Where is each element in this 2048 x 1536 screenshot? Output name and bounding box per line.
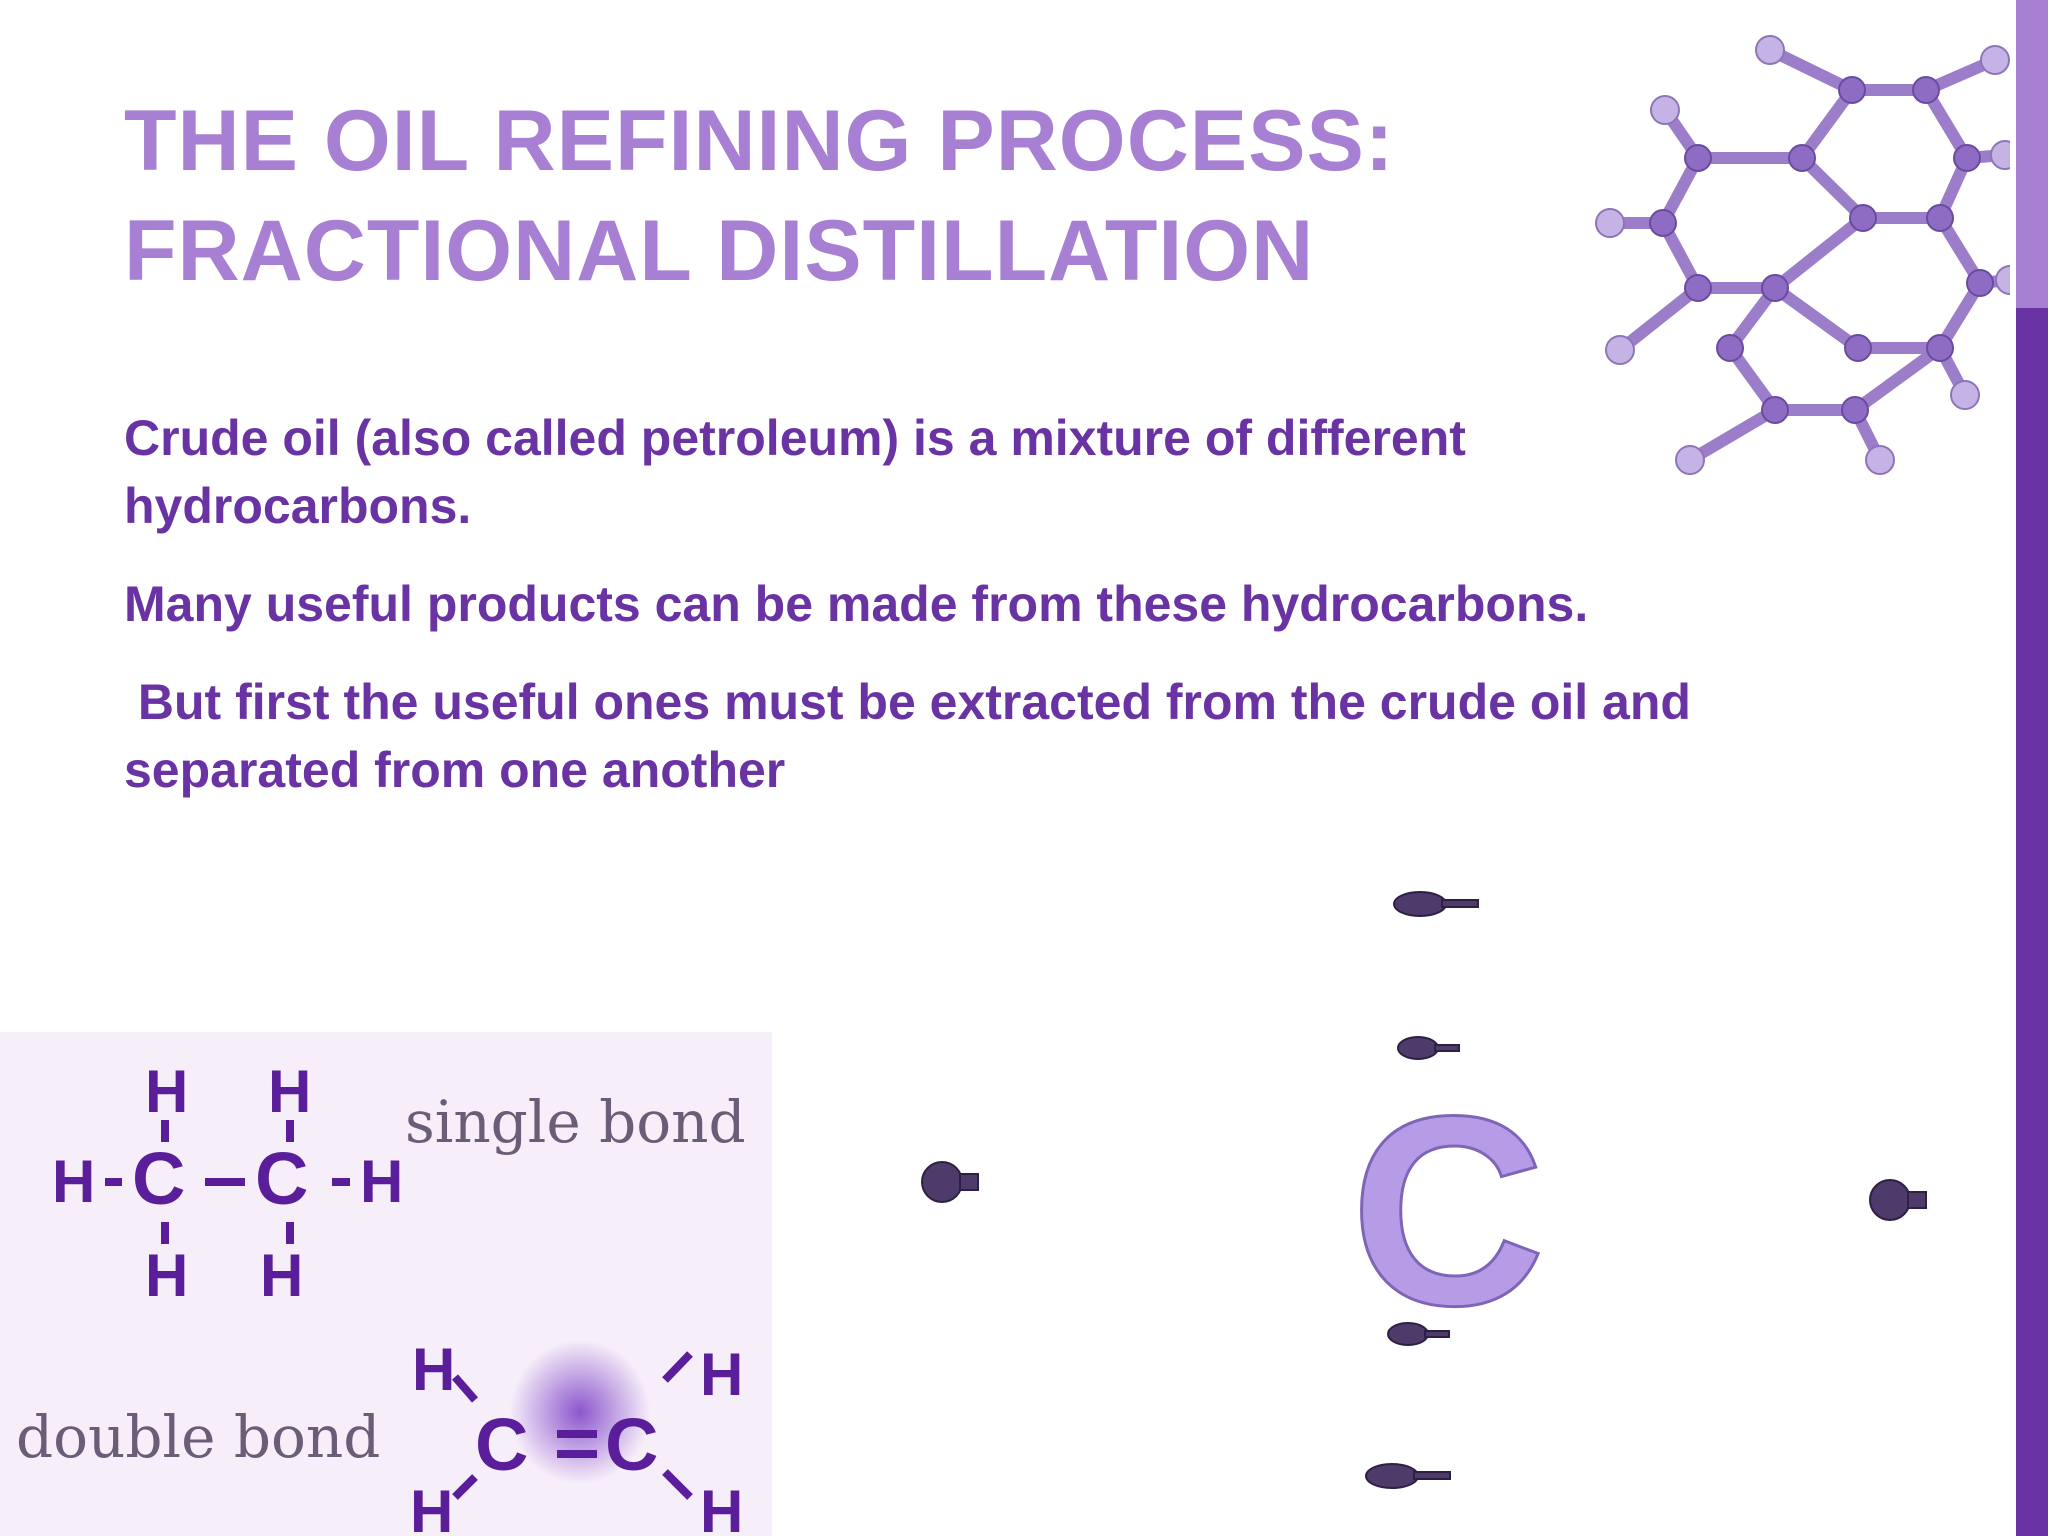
electron-marker — [1397, 1036, 1439, 1060]
hydrogen-atom: H — [410, 1478, 453, 1536]
electron-marker — [1365, 1463, 1419, 1489]
carbon-atom: C — [605, 1403, 658, 1486]
slide-title: THE OIL REFINING PROCESS: FRACTIONAL DIS… — [124, 86, 1584, 306]
hydrogen-atom: H — [700, 1478, 743, 1536]
hydrogen-atom: H — [52, 1148, 95, 1215]
bond-diagram-panel: H H H C C H H H single bond double bond — [0, 1032, 772, 1536]
electron-diagram: C — [880, 860, 2016, 1536]
hydrogen-atom: H — [268, 1058, 311, 1125]
bond-glow — [510, 1340, 650, 1484]
single-bond-structure: H H H C C H H H single bond — [52, 1058, 746, 1309]
hydrogen-atom: H — [360, 1148, 403, 1215]
paragraph-2: Many useful products can be made from th… — [124, 576, 1589, 632]
electron-marker — [1869, 1179, 1911, 1221]
hydrogen-atom: H — [412, 1336, 455, 1403]
electron-orbit-markers — [921, 891, 1927, 1489]
paragraph-1: Crude oil (also called petroleum) is a m… — [124, 410, 1480, 534]
electron-marker — [1393, 891, 1447, 917]
electron-tail — [1413, 1471, 1451, 1480]
electron-marker — [921, 1161, 963, 1203]
carbon-atom: C — [475, 1403, 528, 1486]
title-line-1: THE OIL REFINING PROCESS: — [124, 93, 1395, 189]
hydrogen-atom: H — [145, 1242, 188, 1309]
electron-tail — [1424, 1330, 1450, 1338]
carbon-atom: C — [132, 1137, 185, 1220]
slide-body: Crude oil (also called petroleum) is a m… — [124, 404, 1804, 834]
bond-diagram: H H H C C H H H single bond double bond — [16, 1058, 746, 1536]
electron-marker — [1387, 1322, 1429, 1346]
hydrogen-atom: H — [260, 1242, 303, 1309]
hydrogen-atom: H — [700, 1341, 743, 1408]
double-bond-structure: double bond H H C C H H — [16, 1336, 743, 1536]
electron-tail — [1441, 899, 1479, 908]
electron-tail — [959, 1173, 979, 1191]
electron-tail — [1434, 1044, 1460, 1052]
hydrocarbon-molecule-illustration — [1595, 35, 2010, 475]
single-bond-label: single bond — [405, 1088, 746, 1156]
side-accent-dark — [2016, 308, 2048, 1536]
carbon-atom: C — [255, 1137, 308, 1220]
electron-tail — [1907, 1191, 1927, 1209]
carbon-atom-large: C — [1349, 1061, 1547, 1362]
double-bond-label: double bond — [16, 1403, 380, 1471]
paragraph-3: But first the useful ones must be extrac… — [124, 674, 1705, 798]
side-accent-light — [2016, 0, 2048, 308]
hydrogen-atom: H — [145, 1058, 188, 1125]
title-line-2: FRACTIONAL DISTILLATION — [124, 203, 1315, 299]
